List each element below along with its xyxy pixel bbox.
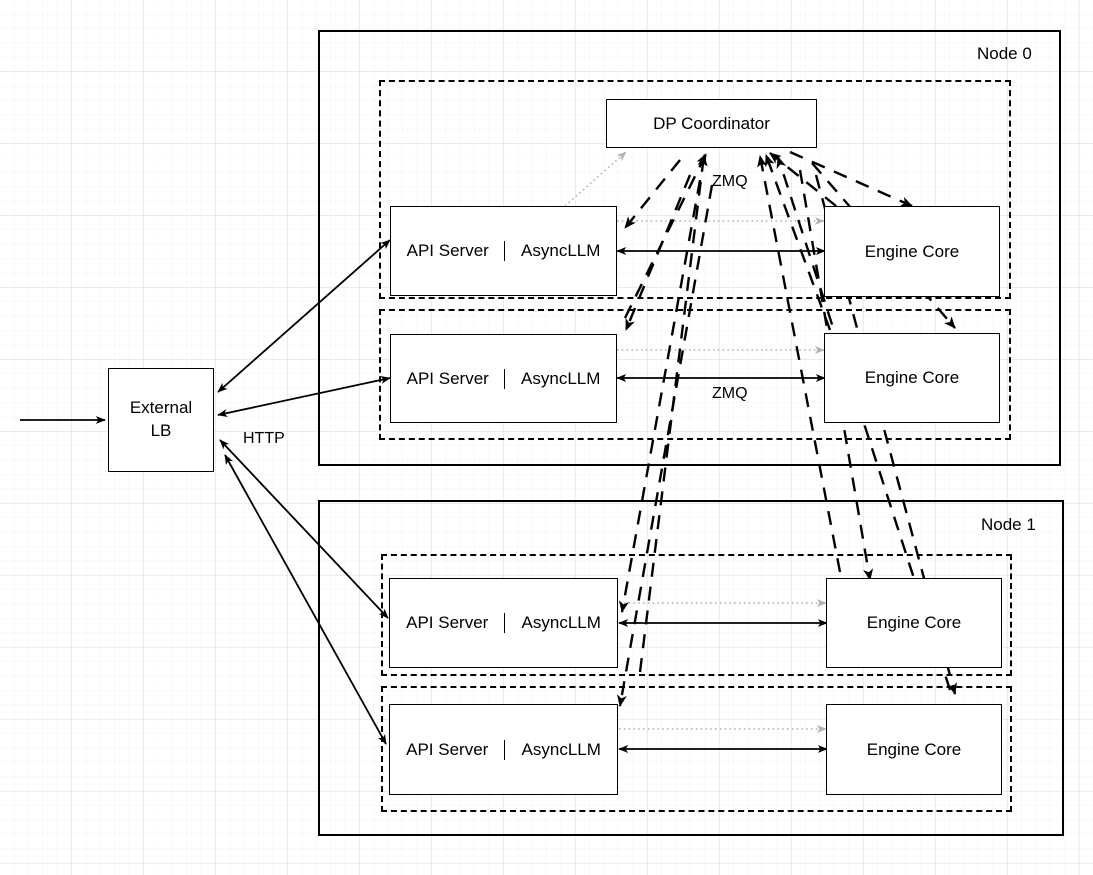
- node-0-group-0-engine-core-box[interactable]: Engine Core: [824, 206, 1000, 297]
- zmq-node0-row1-label: ZMQ: [712, 385, 748, 402]
- edge-lb-to-node1-api0: [219, 439, 389, 619]
- edge-lb-to-node1-api1: [224, 454, 387, 745]
- edge-dash-ec-node0row1-to-coordinator: [764, 154, 832, 331]
- node-1-group-1-frame: [381, 686, 1012, 812]
- node-0-group-0-frame: [379, 80, 1011, 299]
- http-edge-label: HTTP: [243, 430, 285, 447]
- dp-coordinator-box[interactable]: DP Coordinator: [606, 99, 817, 148]
- engine-core-label: Engine Core: [864, 368, 960, 387]
- edge-dash-coordinator-to-ec-node1row0: [798, 169, 874, 581]
- edge-dash-asyncllm-node0row1-to-coordinator: [623, 153, 708, 319]
- api-server-cell[interactable]: API Server: [391, 241, 506, 261]
- dp-coordinator-label: DP Coordinator: [653, 113, 770, 133]
- node-0-group-0-api-box[interactable]: API Server AsyncLLM: [390, 206, 617, 296]
- edge-dotted-asyncllm-to-coordinator: [564, 151, 627, 207]
- zmq-coordinator-label: ZMQ: [712, 173, 748, 190]
- node-1-label: Node 1: [981, 515, 1036, 534]
- edge-lb-to-node0-api1: [217, 376, 391, 417]
- api-server-cell[interactable]: API Server: [390, 613, 506, 633]
- edge-dash-coordinator-to-asyncllm-node1row1: [616, 184, 714, 707]
- api-server-cell[interactable]: API Server: [390, 739, 506, 760]
- asyncllm-cell[interactable]: AsyncLLM: [521, 613, 601, 632]
- external-lb-label-line1: External: [129, 398, 193, 418]
- api-server-cell[interactable]: API Server: [391, 368, 506, 389]
- asyncllm-cell[interactable]: AsyncLLM: [521, 368, 601, 388]
- node-1-group-1-api-box[interactable]: API Server AsyncLLM: [389, 704, 618, 795]
- node-1-group-0-api-box[interactable]: API Server AsyncLLM: [389, 578, 618, 668]
- engine-core-label: Engine Core: [866, 613, 962, 632]
- node-1-group-1-engine-core-box[interactable]: Engine Core: [826, 704, 1002, 795]
- edge-dash-coordinator-to-ec-node1row1: [814, 174, 957, 695]
- external-lb-label-line2: LB: [150, 421, 172, 440]
- edge-dash-coordinator-to-ec-node0row0: [789, 150, 913, 208]
- edge-dash-coordinator-to-asyncllm-node1row0: [619, 179, 702, 613]
- node-0-label: Node 0: [977, 44, 1032, 63]
- asyncllm-cell[interactable]: AsyncLLM: [521, 739, 601, 759]
- node-0-group-1-engine-core-box[interactable]: Engine Core: [824, 333, 1000, 423]
- edge-dash-asyncllm-node1row0-to-coordinator: [638, 154, 708, 673]
- external-lb-box[interactable]: External LB: [108, 368, 214, 472]
- edge-dash-coordinator-to-asyncllm-node0row0: [624, 159, 681, 229]
- edge-dash-ec-node1row1-to-coordinator: [776, 156, 952, 691]
- edge-dash-coordinator-to-asyncllm-node0row1: [624, 174, 692, 331]
- node-0-group-1-api-box[interactable]: API Server AsyncLLM: [390, 334, 617, 423]
- engine-core-label: Engine Core: [866, 739, 962, 759]
- engine-core-label: Engine Core: [864, 241, 960, 261]
- node-1-group-0-engine-core-box[interactable]: Engine Core: [826, 578, 1002, 668]
- edge-lb-to-node0-api0: [217, 239, 391, 393]
- asyncllm-cell[interactable]: AsyncLLM: [521, 241, 601, 260]
